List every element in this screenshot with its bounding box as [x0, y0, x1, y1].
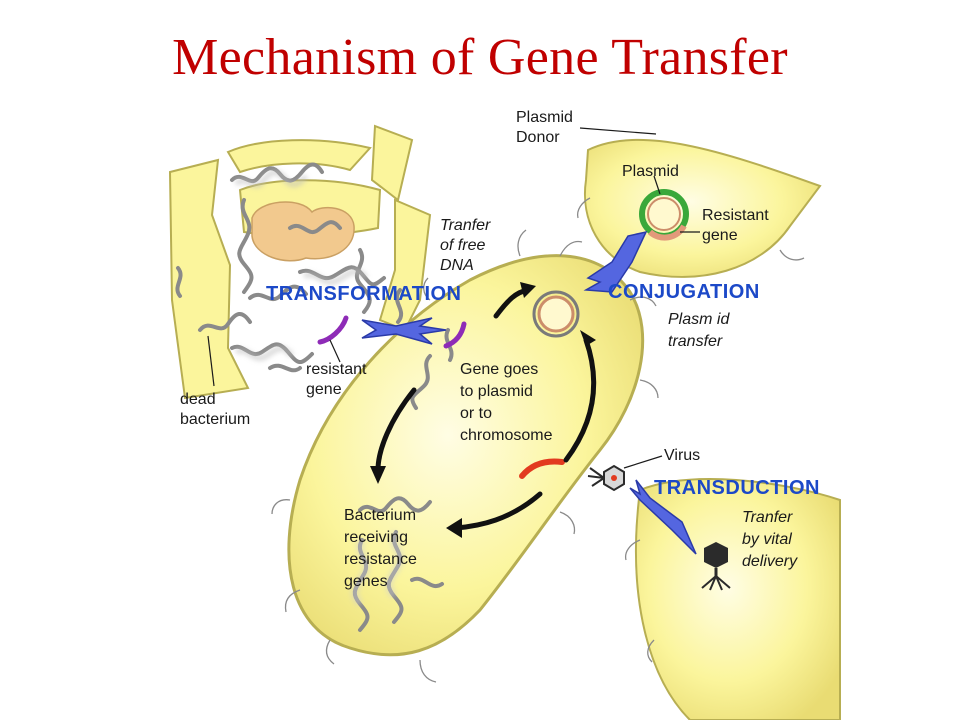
transformation-arrow	[361, 317, 447, 345]
resistant-gene-label-1: Resistant	[702, 207, 769, 224]
resistant-gene-small-label-1: resistant	[306, 361, 367, 378]
virus-leader	[623, 455, 663, 469]
plasmid-donor-leader	[579, 127, 657, 135]
transduction-heading: TRANSDUCTION	[654, 477, 820, 499]
transformation-heading: TRANSFORMATION	[266, 283, 462, 305]
resistant-gene-small-label-2: gene	[306, 381, 342, 398]
plasmid-label: Plasmid	[622, 163, 679, 180]
free-resistant-gene	[317, 315, 349, 345]
cycle-arrowheads	[370, 282, 596, 538]
gene-goes-label-4: chromosome	[460, 427, 553, 444]
transfer-free-dna-label-3: DNA	[440, 257, 474, 274]
gene-goes-label-2: to plasmid	[460, 383, 533, 400]
dead-bacterium	[168, 124, 432, 400]
conjugation-heading: CONJUGATION	[608, 281, 760, 303]
dead-bacterium-fragment	[370, 124, 414, 202]
receiving-label-4: genes	[344, 573, 388, 590]
integrated-resistant-gene	[443, 321, 467, 349]
resistant-gene-small-leader	[329, 339, 341, 363]
dead-bacterium-nucleoid	[251, 201, 355, 262]
dead-bacterium-fragment	[226, 139, 372, 174]
received-plasmid	[532, 290, 580, 338]
viral-delivery-label-2: by vital	[742, 531, 792, 548]
viral-delivery-label-3: delivery	[742, 553, 798, 570]
receiving-label-2: receiving	[344, 529, 408, 546]
virus-label: Virus	[664, 447, 700, 464]
receiving-bacterium	[271, 229, 659, 683]
attached-virus	[587, 464, 625, 492]
dead-bacterium-leader	[207, 335, 215, 387]
viral-delivery-label-1: Tranfer	[742, 509, 793, 526]
transduction-arrow	[629, 479, 697, 555]
resistant-gene-label-2: gene	[702, 227, 738, 244]
receiving-label-3: resistance	[344, 551, 417, 568]
dead-bacterium-label-1: dead	[180, 391, 216, 408]
gene-goes-label-3: or to	[460, 405, 492, 422]
conjugation-arrow	[583, 230, 648, 293]
receiving-label-1: Bacterium	[344, 507, 416, 524]
virus-particle	[701, 542, 731, 591]
dead-bacterium-label-2: bacterium	[180, 411, 250, 428]
bacterium-pili	[271, 229, 659, 683]
plasmid-transfer-label-1: Plasm id	[668, 311, 730, 328]
page-title: Mechanism of Gene Transfer	[172, 29, 788, 86]
plasmid-transfer-label-2: transfer	[668, 333, 723, 350]
transfer-free-dna-label-1: Tranfer	[440, 217, 491, 234]
transfer-free-dna-label-2: of free	[440, 237, 485, 254]
donor-plasmid	[639, 189, 689, 241]
plasmid-donor-label-2: Donor	[516, 129, 560, 146]
plasmid-donor-label-1: Plasmid	[516, 109, 573, 126]
transduced-resistant-gene	[519, 458, 565, 479]
plasmid-leader	[653, 175, 661, 195]
gene-goes-label-1: Gene goes	[460, 361, 538, 378]
dead-bacterium-fragment	[168, 158, 250, 400]
